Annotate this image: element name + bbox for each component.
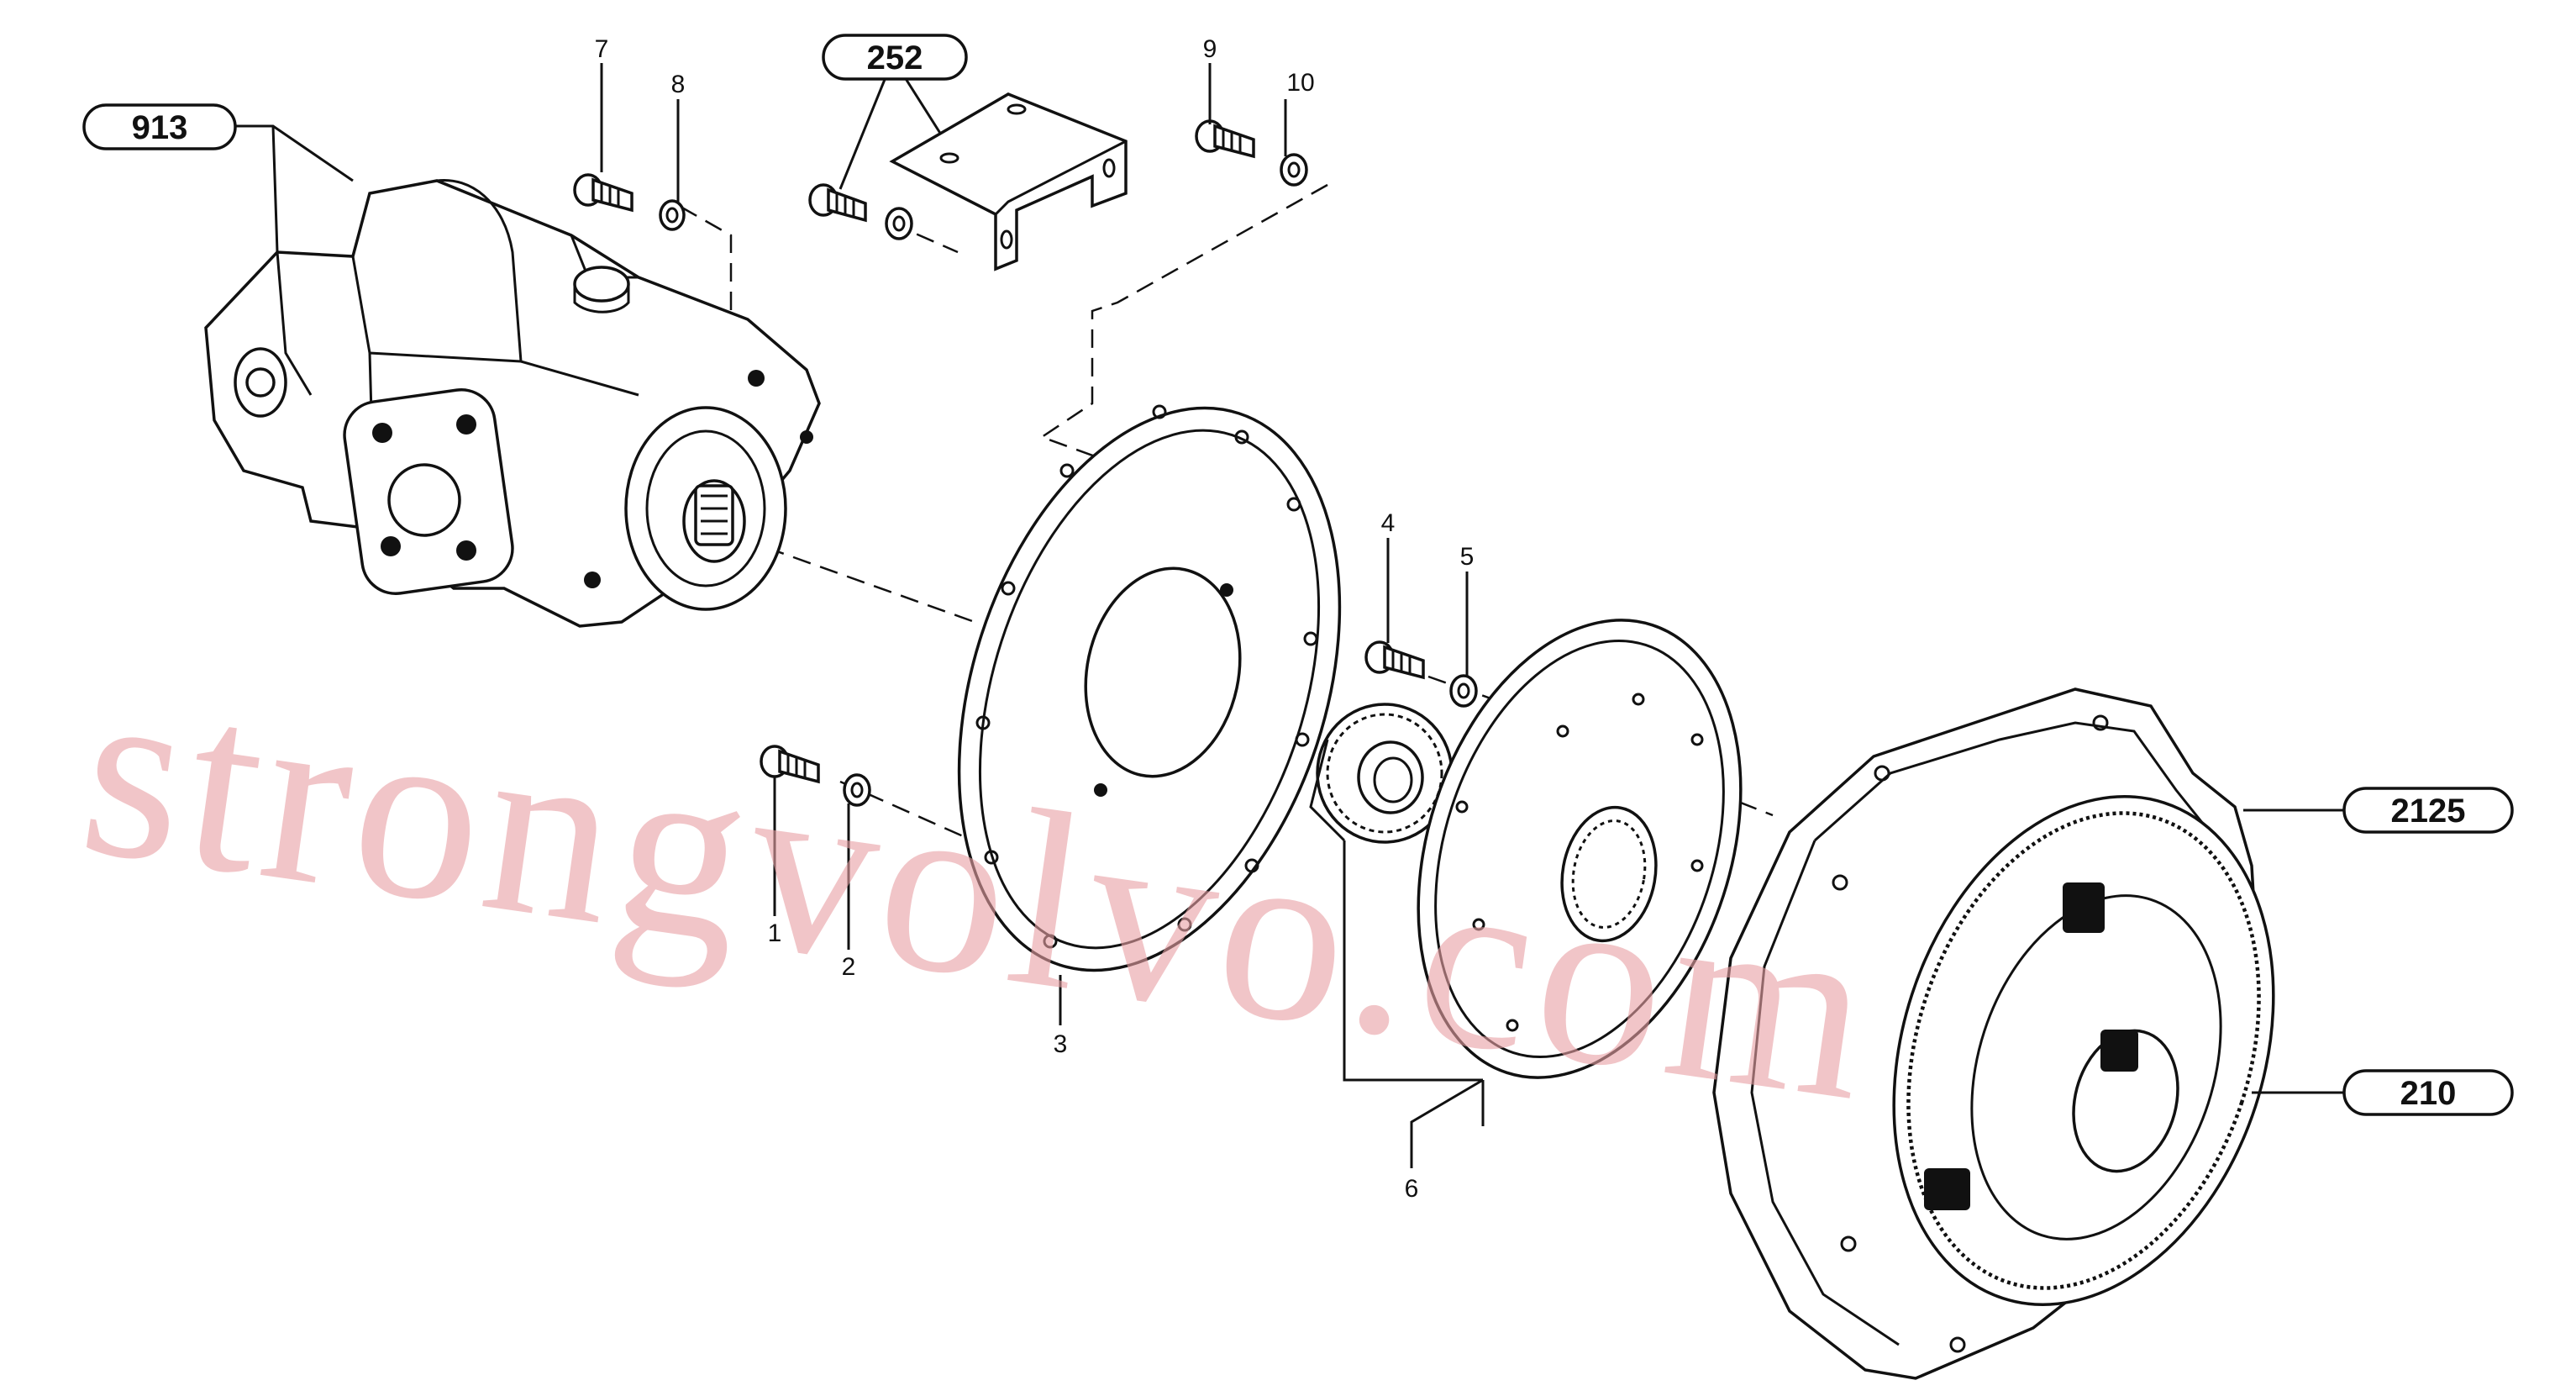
bolt-4 [1364,640,1425,680]
part-number-3: 3 [1054,1030,1068,1058]
callout-210-label: 210 [2400,1075,2457,1112]
mounting-bracket [889,92,1128,271]
callout-252-label: 252 [867,40,923,76]
callout-210: 210 [2342,1069,2514,1116]
bolt-9 [1195,119,1255,159]
washer-252 [885,207,913,240]
washer-5 [1449,674,1478,708]
part-number-9: 9 [1203,35,1217,63]
callout-913: 913 [82,103,237,150]
flex-plate [1417,619,1743,1079]
part-number-1: 1 [768,919,782,947]
washer-10 [1280,153,1308,187]
part-number-labels: 1 2 3 4 5 6 7 8 9 10 [595,35,1475,1203]
gear-hub [1309,703,1454,844]
callout-2125-label: 2125 [2391,793,2466,830]
washer-2 [843,773,871,807]
part-number-6: 6 [1405,1175,1419,1203]
hydraulic-pump [204,178,821,628]
flywheel [1892,795,2275,1306]
bolt-252 [808,183,867,223]
callout-913-label: 913 [132,109,188,146]
part-number-7: 7 [595,35,609,63]
part-number-2: 2 [842,953,856,981]
part-number-8: 8 [671,71,686,98]
leader-lines [235,58,2344,1168]
part-number-4: 4 [1381,509,1396,537]
callout-2125: 2125 [2342,787,2514,834]
bolt-7 [573,173,633,213]
part-number-5: 5 [1460,543,1475,571]
part-number-10: 10 [1286,69,1314,97]
adapter-plate [957,404,1342,972]
callout-252: 252 [822,34,968,81]
washer-8 [659,199,686,231]
